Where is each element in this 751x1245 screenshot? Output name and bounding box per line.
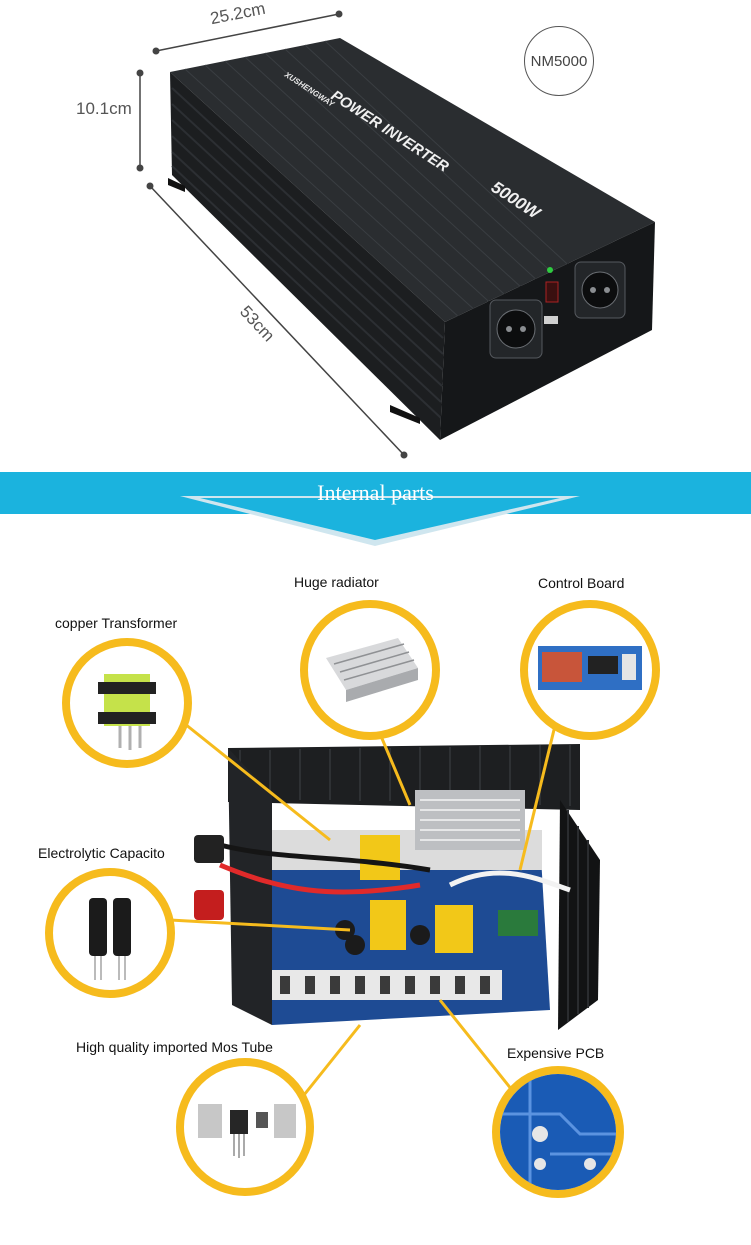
label-control-board: Control Board: [538, 575, 625, 591]
huge-radiator-bubble: [300, 600, 440, 740]
callout-lines: [169, 704, 562, 1101]
control-board-bubble: [520, 600, 660, 740]
section-title: Internal parts: [317, 480, 434, 505]
dimension-height: 10.1cm: [76, 99, 132, 118]
mos-tube-bubble: [176, 1058, 314, 1196]
label-huge-radiator: Huge radiator: [294, 574, 379, 590]
label-copper-transformer: copper Transformer: [55, 615, 178, 631]
label-expensive-pcb: Expensive PCB: [507, 1045, 605, 1061]
label-mos-tube: High quality imported Mos Tube: [76, 1039, 273, 1055]
expensive-pcb-bubble: [492, 1066, 624, 1198]
copper-transformer-bubble: [62, 638, 192, 768]
label-electrolytic-capacitor: Electrolytic Capacito: [38, 845, 165, 861]
electrolytic-capacitor-bubble: [45, 868, 175, 998]
banner-arrow: [180, 496, 580, 546]
inverter-product-image: XUSHENGWAY POWER INVERTER 5000W: [136, 10, 655, 459]
internal-assembly-image: [194, 744, 600, 1030]
model-badge: NM5000: [524, 26, 594, 96]
